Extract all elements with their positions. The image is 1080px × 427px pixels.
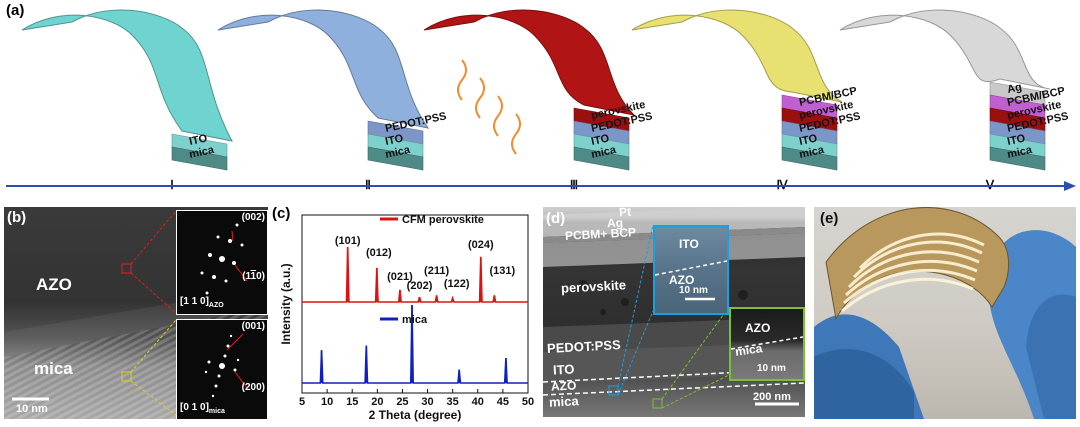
panel-e: (e) <box>814 207 1076 419</box>
layer-label: Ag <box>1006 81 1023 96</box>
layer-label: ITO <box>590 132 611 148</box>
diffraction-pattern <box>200 223 248 295</box>
panel-b-label: (b) <box>7 209 27 226</box>
fft-inset-mica: (001) (200) [0 1 0]mica <box>176 319 268 419</box>
panel-c: (c) 5 10 15 20 25 30 35 40 45 50 2 Theta (degree) I… <box>272 205 538 423</box>
heat-wave <box>493 95 503 137</box>
layer-label: ITO <box>188 132 209 148</box>
fft-spot-label-2: (110) <box>242 271 265 282</box>
peak-label: (122) <box>444 278 470 290</box>
substrate-sheet <box>21 9 233 142</box>
substrate-sheet <box>839 9 1051 90</box>
azo-label: AZO <box>36 275 72 294</box>
series-line-cfm-perovskite <box>302 246 528 303</box>
panel-b: (b) AZO mica 10 nm (002) (110) [1 1 0]AZ… <box>4 207 268 419</box>
panel-e-label: (e) <box>820 210 839 227</box>
layer-label: ITO <box>798 132 819 148</box>
heat-wave <box>475 77 485 119</box>
interface-line <box>731 336 803 350</box>
panel-a: (a) ITOmicaⅠPEDOT:PSSITOmicaⅡperovskiteP… <box>0 0 1080 200</box>
panel-d: (d) Pt Ag PCBM+ BCP perovskite PEDOT:PSS… <box>543 207 805 417</box>
inset-azo-label: AZO <box>669 273 695 287</box>
inset-scale-label: 10 nm <box>757 363 786 374</box>
fft-spot-label-1: (002) <box>241 212 265 223</box>
layer-label: mica <box>798 144 826 161</box>
peak-label: (024) <box>468 239 494 251</box>
panel-d-label: (d) <box>546 210 566 227</box>
hrtem-inset-ito-azo: ITO AZO 10 nm <box>653 225 729 315</box>
ito-layer-label: ITO <box>552 361 575 378</box>
x-tick-label: 45 <box>497 396 509 408</box>
x-tick-label: 15 <box>346 396 358 408</box>
fft-spot-label-1: (001) <box>241 321 265 332</box>
mica-label: mica <box>34 359 73 378</box>
legend-label: mica <box>402 314 428 326</box>
x-tick-label: 20 <box>371 396 383 408</box>
layer-label: ITO <box>384 132 405 148</box>
scale-bar-label: 200 nm <box>753 391 791 403</box>
hrtem-inset-azo-mica: AZO mica 10 nm <box>729 307 805 381</box>
heat-wave <box>511 113 521 155</box>
xrd-chart: 5 10 15 20 25 30 35 40 45 50 2 Theta (degree) Inten… <box>279 214 534 422</box>
layer-slab <box>573 146 630 171</box>
peak-label: (211) <box>424 265 449 277</box>
panel-a-label: (a) <box>6 2 25 19</box>
flexible-device-photo <box>814 207 1076 419</box>
zone-axis-label: [1 1 0]AZO <box>180 296 224 309</box>
scale-bar-label: 10 nm <box>16 403 48 415</box>
x-tick-label: 50 <box>522 396 534 408</box>
peak-label: (101) <box>335 235 361 247</box>
layer-slab <box>781 146 838 171</box>
zone-axis-label: [0 1 0]mica <box>180 402 225 415</box>
layer-slab <box>989 146 1046 171</box>
layer-label: mica <box>1006 144 1034 161</box>
substrate-sheet <box>217 9 430 129</box>
layer-label: mica <box>188 144 216 161</box>
fabrication-schematic: ITOmicaⅠPEDOT:PSSITOmicaⅡperovskitePEDOT… <box>6 9 1076 192</box>
x-tick-label: 40 <box>472 396 484 408</box>
substrate-sheet <box>423 9 636 116</box>
mica-layer-label: mica <box>548 393 580 410</box>
azo-layer-label: AZO <box>550 378 577 394</box>
inset-ito-label: ITO <box>679 237 699 251</box>
panel-c-label: (c) <box>272 205 291 222</box>
stage-1: ITOmicaⅠ <box>21 9 233 192</box>
peak-label: (131) <box>490 265 516 277</box>
inset-scale-label: 10 nm <box>679 285 708 296</box>
layer-label: ITO <box>1006 132 1027 148</box>
diffraction-pattern <box>204 333 248 398</box>
x-axis-label: 2 Theta (degree) <box>369 408 462 422</box>
y-axis-label: Intensity (a.u.) <box>279 263 293 344</box>
peak-label: (202) <box>407 280 433 292</box>
x-tick-label: 10 <box>321 396 333 408</box>
fft-inset-azo: (002) (110) [1 1 0]AZO <box>176 210 268 315</box>
layer-slab <box>171 146 228 171</box>
x-tick-label: 35 <box>447 396 459 408</box>
legend-label: CFM perovskite <box>402 214 484 226</box>
substrate-sheet <box>631 9 843 103</box>
interface-line <box>655 260 727 301</box>
process-arrowhead <box>1064 181 1076 191</box>
layer-label: mica <box>384 144 412 161</box>
x-tick-label: 25 <box>396 396 408 408</box>
stage-2: PEDOT:PSSITOmicaⅡ <box>217 9 448 192</box>
x-tick-label: 5 <box>299 396 305 408</box>
fft-spot-label-2: (200) <box>241 382 265 393</box>
inset-azo-label: AZO <box>745 321 771 335</box>
x-tick-label: 30 <box>421 396 433 408</box>
plot-frame <box>301 214 529 394</box>
peak-label: (021) <box>387 271 413 283</box>
peak-label: (012) <box>366 247 392 259</box>
layer-label: mica <box>590 144 618 161</box>
layer-slab <box>367 146 424 171</box>
heat-wave <box>457 59 467 101</box>
